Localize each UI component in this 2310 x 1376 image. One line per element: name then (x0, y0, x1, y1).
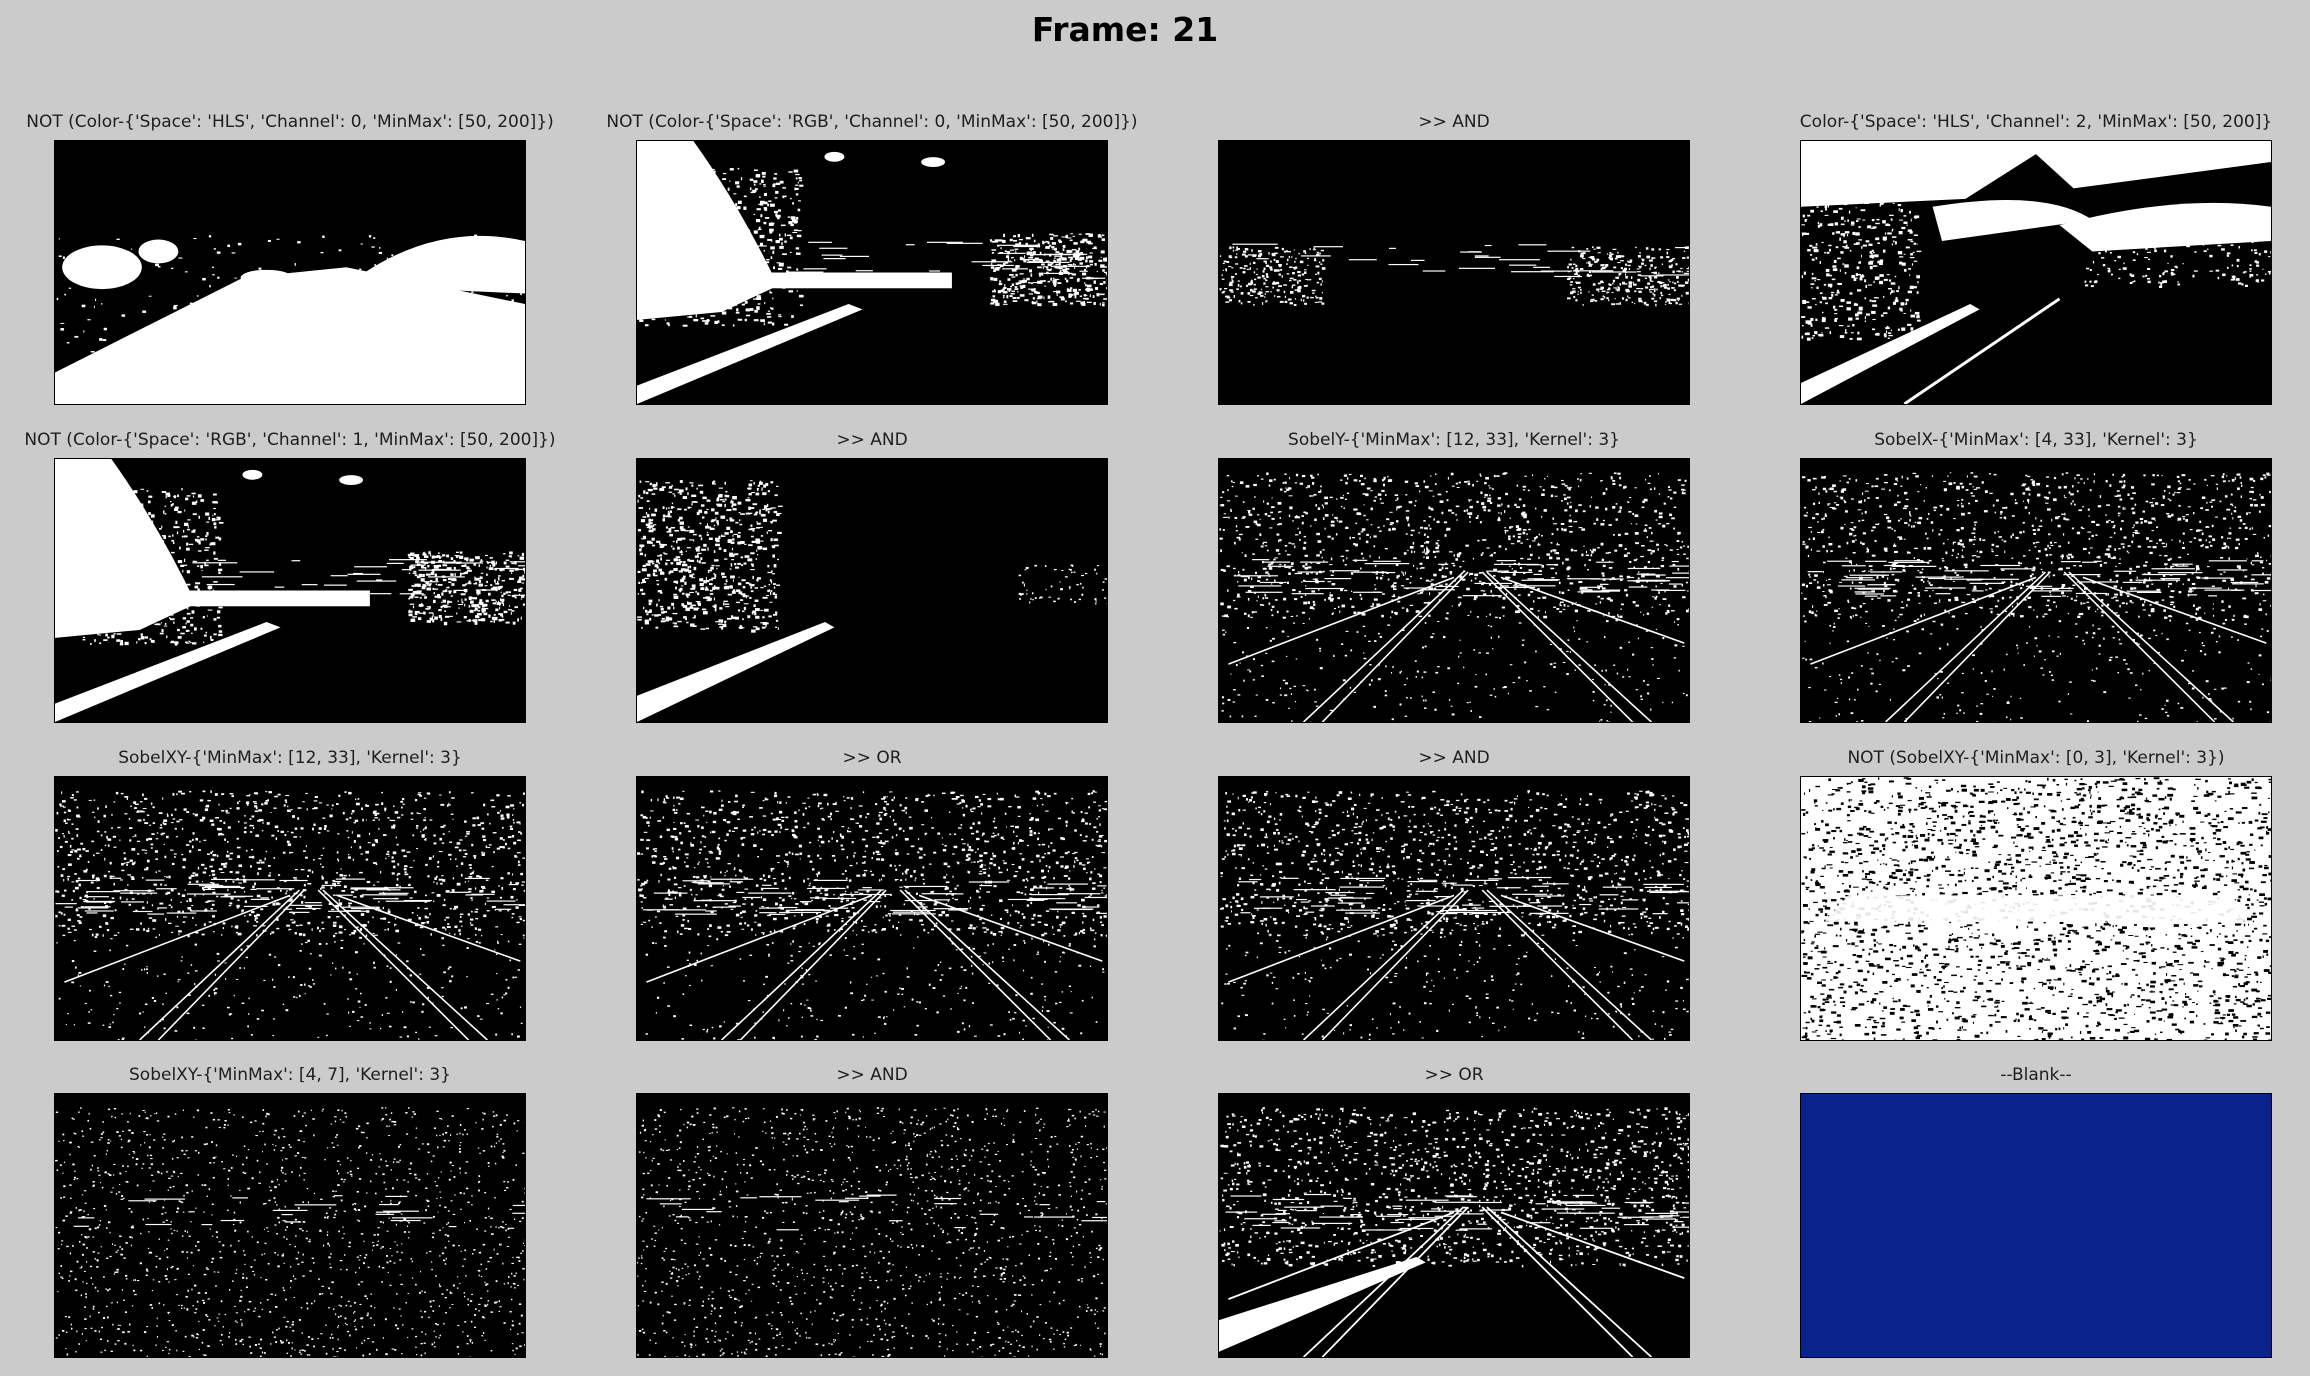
mask-image (1800, 140, 2272, 405)
mask-drawing (55, 777, 525, 1040)
mask-image (1800, 776, 2272, 1041)
mask-drawing (1219, 1094, 1689, 1357)
mask-drawing (1219, 459, 1689, 722)
panel-title: >> AND (836, 430, 908, 450)
panel-title: NOT (SobelXY-{'MinMax': [0, 3], 'Kernel'… (1847, 748, 2225, 768)
panel-title: --Blank-- (2000, 1065, 2072, 1085)
mask-drawing (1801, 459, 2271, 722)
mask-drawing (1801, 777, 2271, 1040)
mask-drawing (1219, 777, 1689, 1040)
mask-image (1218, 458, 1690, 723)
mask-image (1218, 776, 1690, 1041)
panel-title: SobelY-{'MinMax': [12, 33], 'Kernel': 3} (1288, 430, 1620, 450)
mask-image (636, 1093, 1108, 1358)
mask-image (1218, 1093, 1690, 1358)
mask-drawing (1801, 141, 2271, 404)
panel-title: >> OR (842, 748, 902, 768)
mask-image (1218, 140, 1690, 405)
panel-title: NOT (Color-{'Space': 'RGB', 'Channel': 0… (606, 112, 1138, 132)
blank-image (1800, 1093, 2272, 1358)
mask-drawing (637, 1094, 1107, 1357)
mask-drawing (55, 459, 525, 722)
mask-image (54, 1093, 526, 1358)
mask-drawing (637, 777, 1107, 1040)
mask-image (54, 776, 526, 1041)
mask-image (636, 140, 1108, 405)
mask-image (1800, 458, 2272, 723)
mask-drawing (637, 141, 1107, 404)
panel-title: >> OR (1424, 1065, 1484, 1085)
panel-title: NOT (Color-{'Space': 'HLS', 'Channel': 0… (26, 112, 554, 132)
panel-title: SobelXY-{'MinMax': [4, 7], 'Kernel': 3} (129, 1065, 451, 1085)
panel-title: >> AND (1418, 112, 1490, 132)
panel-title: Color-{'Space': 'HLS', 'Channel': 2, 'Mi… (1799, 112, 2273, 132)
mask-image (54, 140, 526, 405)
panel-title: >> AND (1418, 748, 1490, 768)
mask-drawing (55, 141, 525, 404)
panel-title: SobelXY-{'MinMax': [12, 33], 'Kernel': 3… (118, 748, 462, 768)
panel-title: >> AND (836, 1065, 908, 1085)
mask-image (636, 776, 1108, 1041)
mask-drawing (55, 1094, 525, 1357)
mask-image (636, 458, 1108, 723)
mask-drawing (1219, 141, 1689, 404)
figure-title: Frame: 21 (1031, 10, 1219, 49)
panel-title: SobelX-{'MinMax': [4, 33], 'Kernel': 3} (1874, 430, 2198, 450)
mask-image (54, 458, 526, 723)
mask-drawing (637, 459, 1107, 722)
panel-title: NOT (Color-{'Space': 'RGB', 'Channel': 1… (24, 430, 556, 450)
